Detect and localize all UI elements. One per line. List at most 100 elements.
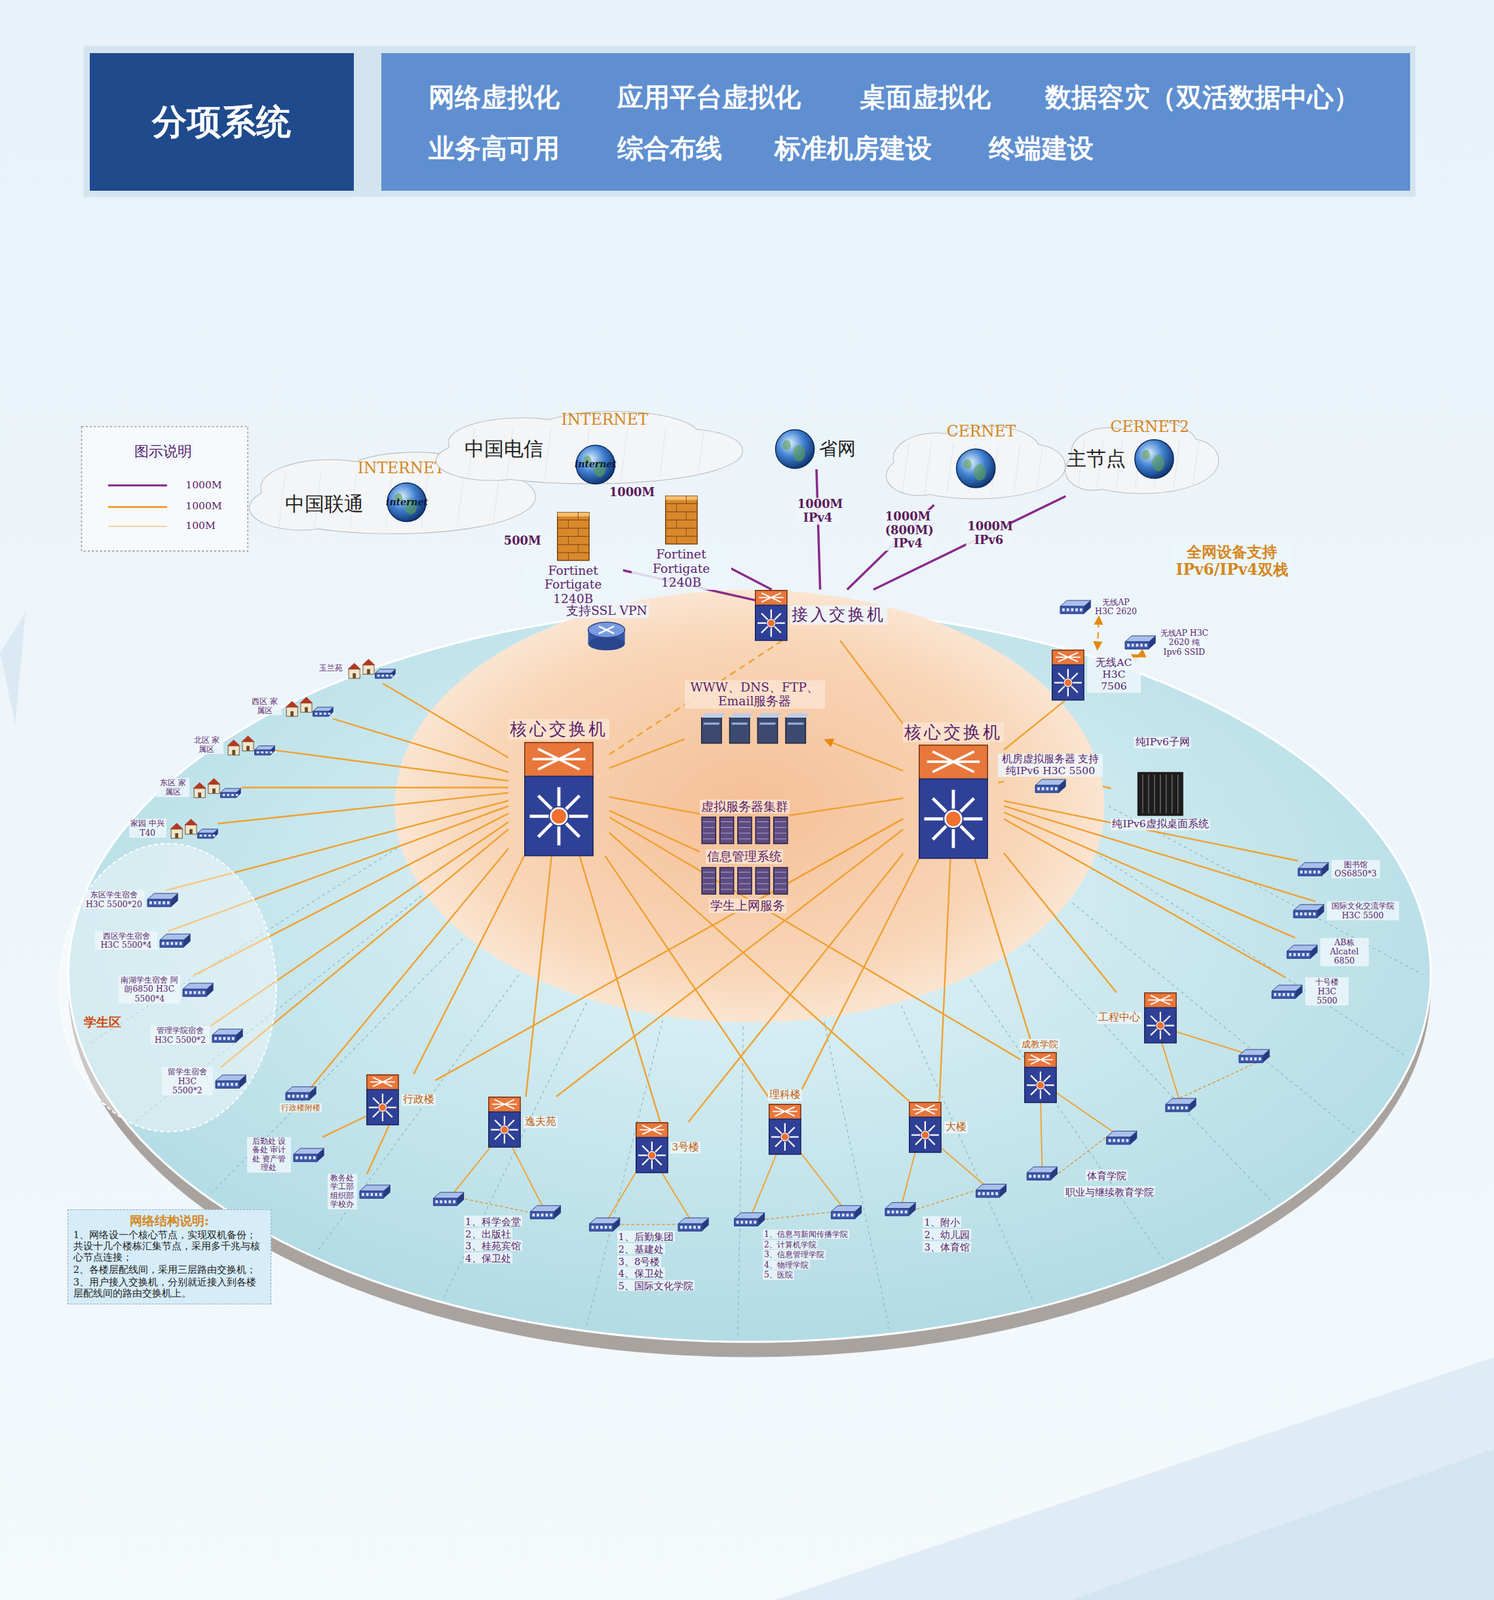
icon-part: [556, 519, 590, 521]
icon-part: [885, 1208, 909, 1216]
sw-icon: [1298, 862, 1329, 876]
icon-part: [756, 832, 768, 834]
icon-part: [254, 745, 275, 750]
node-label: 后勤处 设备处 审计处 资产管理处: [247, 1136, 291, 1173]
icon-part: [1295, 912, 1299, 915]
icon-part: [385, 1110, 393, 1118]
icon-part: [448, 417, 596, 467]
icon-part: [774, 826, 787, 828]
icon-part: [593, 459, 607, 477]
icon-part: [761, 612, 768, 620]
icon-part: [293, 1153, 318, 1162]
icon-part: [604, 1225, 608, 1228]
icon-part: [891, 1210, 895, 1213]
icon-part: [249, 485, 353, 530]
icon-part: [761, 625, 768, 633]
icon-part: [215, 1074, 247, 1081]
icon-part: [784, 1141, 786, 1151]
icon-part: [1043, 1088, 1051, 1095]
icon-part: [785, 717, 806, 744]
fiber-link: [217, 792, 509, 824]
building-switch: 国际文化交流学院 H3C 5500: [1293, 900, 1399, 920]
icon-part: [212, 1034, 236, 1042]
icon-part: [183, 933, 191, 947]
icon-part: [231, 793, 235, 796]
icon-part: [785, 712, 810, 718]
icon-part: [969, 443, 976, 493]
icon-part: [1039, 1071, 1041, 1081]
icon-part: [1028, 1054, 1054, 1065]
icon-part: [678, 1217, 709, 1231]
icon-part: [227, 1036, 230, 1040]
icon-part: [1058, 672, 1065, 680]
icon-part: [1125, 641, 1149, 649]
annotation: 4、物理学院: [762, 1260, 810, 1270]
icon-part: [921, 1130, 930, 1139]
icon-part: [684, 1225, 688, 1228]
icon-part: [1052, 650, 1084, 666]
node-label: 纯IPv6虚拟桌面系统: [1110, 818, 1210, 831]
icon-part: [1026, 1172, 1051, 1180]
icon-part: [915, 1125, 922, 1132]
icon-part: [1239, 1054, 1263, 1063]
icon-part: [1293, 904, 1325, 911]
racks-icon: [699, 866, 790, 896]
dorm-switch: 管理学院宿舍 H3C 5500*2: [150, 1025, 243, 1045]
sw-icon: [1060, 600, 1092, 614]
icon-part: [361, 1192, 365, 1196]
node-label: 支持SSL VPN: [564, 603, 649, 618]
icon-part: [300, 1094, 304, 1098]
icon-part: [642, 1145, 649, 1152]
icon-part: [665, 496, 697, 500]
icon-part: [448, 1199, 452, 1203]
legend-swatch: [108, 525, 168, 527]
icon-part: [189, 828, 193, 835]
icon-part: [1121, 1138, 1125, 1142]
icon-part: [1071, 672, 1078, 680]
icon-part: [566, 823, 580, 837]
icon-part: [933, 798, 947, 812]
icon-part: [568, 553, 569, 561]
leaf-devices: [89, 805, 1423, 1337]
icon-part: [919, 745, 988, 780]
icon-part: [1070, 608, 1074, 611]
icon-part: [1127, 643, 1130, 647]
rt-icon: [1024, 1051, 1057, 1103]
icon-part: [680, 1225, 683, 1228]
icon-part: [185, 990, 189, 994]
fiber-link: [609, 739, 685, 768]
building-router: 成教学院: [1020, 1038, 1060, 1103]
icon-part: [279, 471, 286, 527]
icon-part: [366, 1074, 398, 1090]
icon-part: [1287, 992, 1291, 996]
icon-part: [650, 1141, 652, 1151]
icon-part: [375, 669, 396, 673]
icon-part: [648, 1150, 694, 1225]
icon-part: [895, 1210, 899, 1213]
icon-part: [1317, 870, 1321, 873]
icon-part: [385, 1097, 393, 1105]
icon-part: [665, 528, 698, 529]
icon-part: [1134, 439, 1174, 479]
sw-icon: [159, 933, 191, 947]
icon-part: [1144, 992, 1177, 1008]
icon-part: [734, 1212, 766, 1226]
uplink-line: [629, 489, 635, 496]
sw-icon: [1286, 944, 1318, 958]
icon-part: [773, 866, 787, 894]
icon-part: [656, 1153, 666, 1156]
icon-part: [212, 788, 217, 794]
icon-part: [537, 794, 552, 808]
icon-part: [568, 813, 588, 818]
icon-part: [529, 813, 549, 818]
node-label: 核心交换机: [508, 718, 610, 739]
sw-icon: [147, 893, 179, 907]
firewall: Fortinet Fortigate 1240B: [631, 495, 732, 590]
icon-part: [1298, 862, 1329, 869]
icon-part: [557, 512, 590, 561]
icon-part: [1108, 1138, 1112, 1142]
icon-part: [370, 1192, 373, 1196]
icon-part: [222, 1082, 225, 1086]
icon-part: [1072, 427, 1146, 478]
node-text: 数据容灾（双活数据中心）: [1045, 81, 1360, 113]
